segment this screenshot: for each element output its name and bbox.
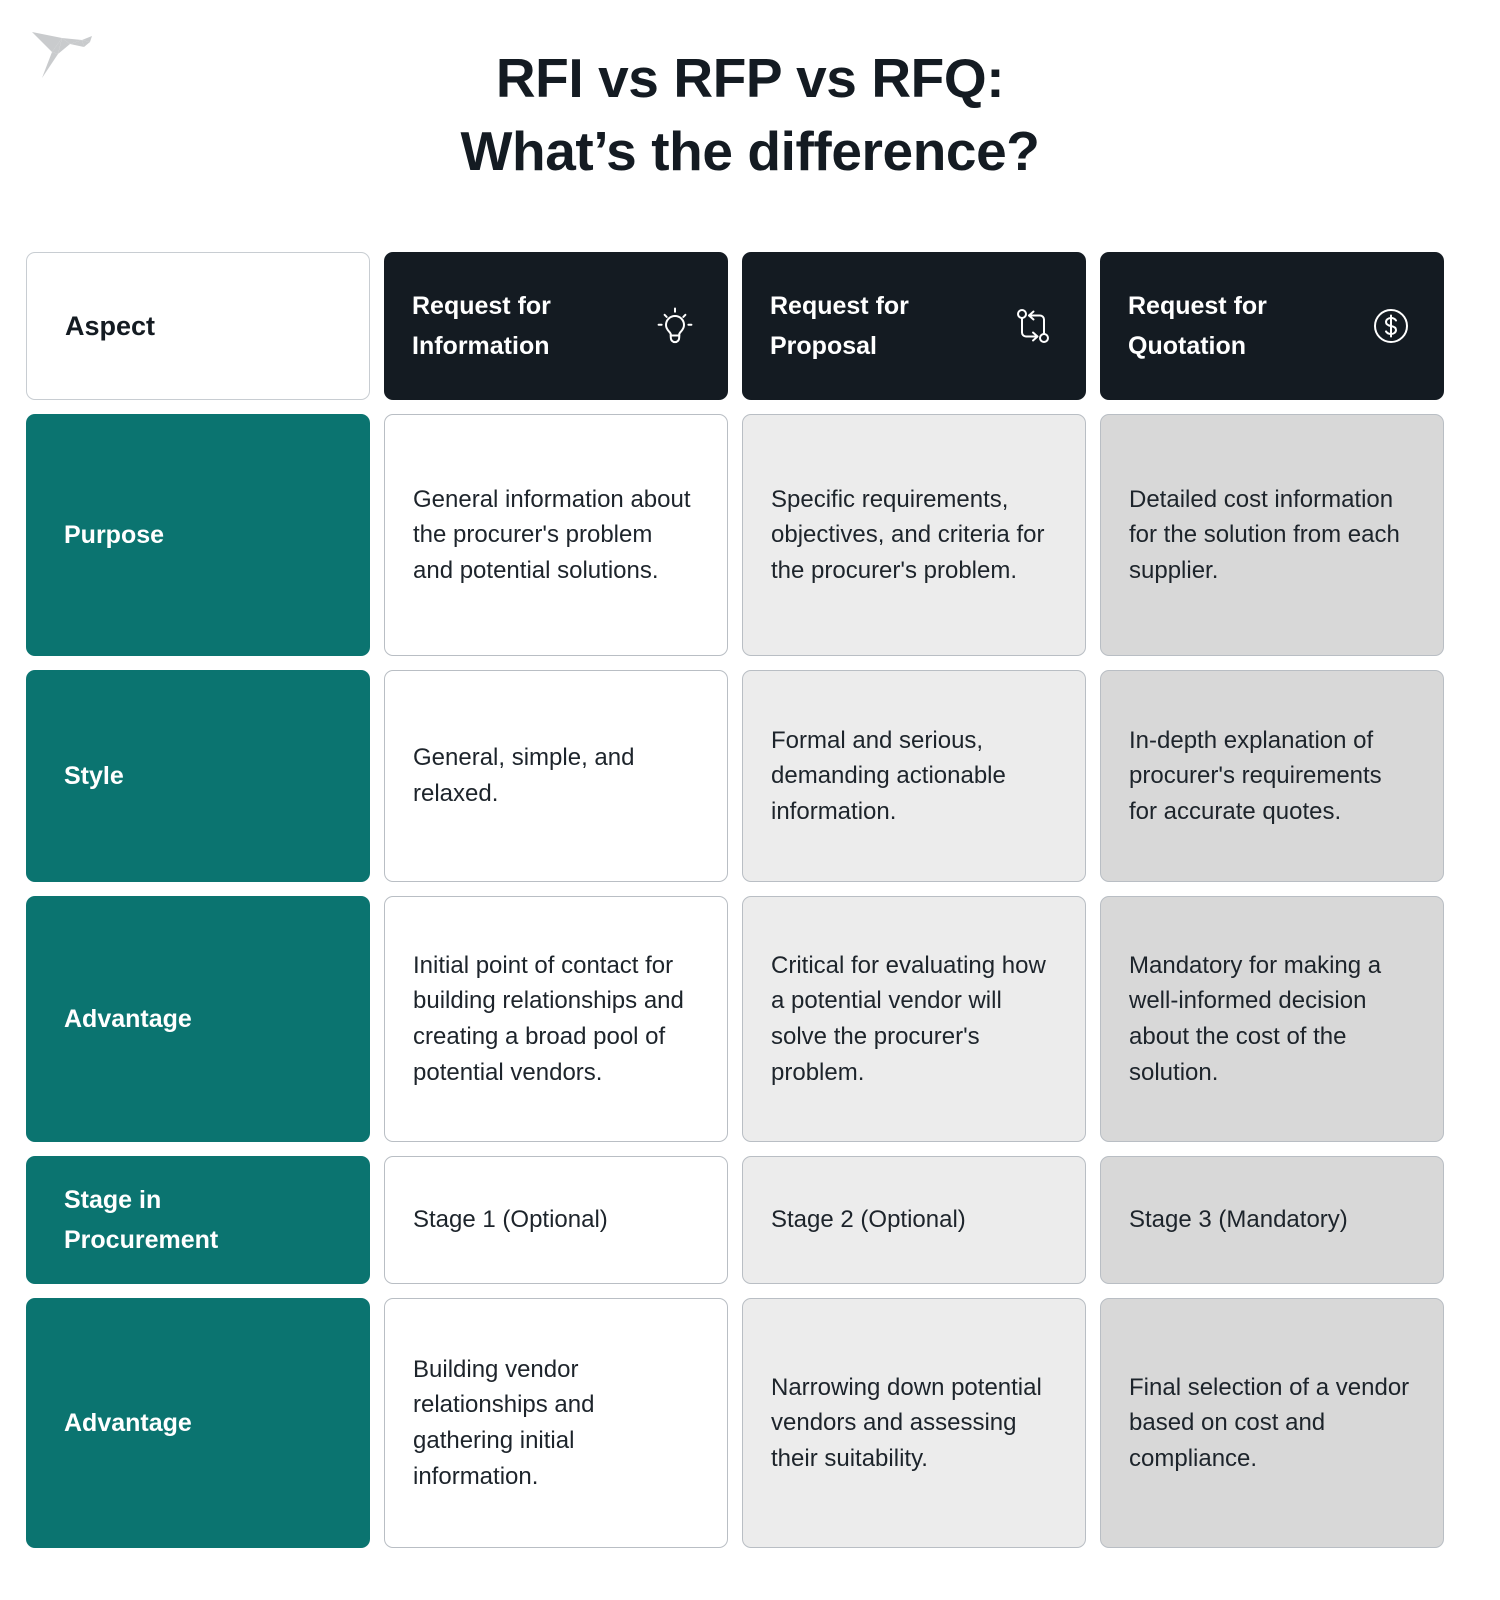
header-rfp-label: Request for Proposal bbox=[770, 291, 909, 361]
cell-text: Stage 1 (Optional) bbox=[413, 1206, 608, 1234]
aspect-cell-advantage-1: Advantage bbox=[26, 896, 370, 1142]
aspect-label: Style bbox=[64, 761, 124, 790]
cell-rfq-purpose: Detailed cost information for the soluti… bbox=[1100, 414, 1444, 656]
header-cell-rfi[interactable]: Request for Information bbox=[384, 252, 728, 400]
aspect-label: Advantage bbox=[64, 1408, 192, 1437]
table-row: Advantage Building vendor relationships … bbox=[26, 1298, 1474, 1548]
cell-text: Narrowing down potential vendors and ass… bbox=[771, 1373, 1042, 1472]
aspect-label: Advantage bbox=[64, 1004, 192, 1033]
cell-text: Initial point of contact for building re… bbox=[413, 951, 684, 1086]
cell-text: Building vendor relationships and gather… bbox=[413, 1355, 595, 1490]
cell-rfq-advantage-1: Mandatory for making a well-informed dec… bbox=[1100, 896, 1444, 1142]
cell-rfi-advantage-2: Building vendor relationships and gather… bbox=[384, 1298, 728, 1548]
table-row: Purpose General information about the pr… bbox=[26, 414, 1474, 656]
cell-text: Formal and serious, demanding actionable… bbox=[771, 726, 1006, 825]
lightbulb-icon bbox=[648, 299, 702, 353]
aspect-label: Stage in Procurement bbox=[64, 1185, 219, 1255]
cell-rfq-advantage-2: Final selection of a vendor based on cos… bbox=[1100, 1298, 1444, 1548]
cell-text: Final selection of a vendor based on cos… bbox=[1129, 1373, 1410, 1472]
cell-text: General, simple, and relaxed. bbox=[413, 744, 635, 807]
table-row: Advantage Initial point of contact for b… bbox=[26, 896, 1474, 1142]
cell-rfi-stage: Stage 1 (Optional) bbox=[384, 1156, 728, 1284]
table-row: Stage in Procurement Stage 1 (Optional) … bbox=[26, 1156, 1474, 1284]
cell-text: Critical for evaluating how a potential … bbox=[771, 951, 1046, 1086]
cell-text: Mandatory for making a well-informed dec… bbox=[1129, 951, 1382, 1086]
table-header-row: Aspect Request for Information Request f… bbox=[26, 252, 1474, 400]
cell-text: Detailed cost information for the soluti… bbox=[1129, 485, 1400, 584]
cell-text: Stage 3 (Mandatory) bbox=[1129, 1206, 1348, 1234]
header-aspect-label: Aspect bbox=[65, 310, 156, 341]
cell-rfp-advantage-2: Narrowing down potential vendors and ass… bbox=[742, 1298, 1086, 1548]
cell-rfp-stage: Stage 2 (Optional) bbox=[742, 1156, 1086, 1284]
header-rfi-label: Request for Information bbox=[412, 291, 551, 361]
cell-rfp-style: Formal and serious, demanding actionable… bbox=[742, 670, 1086, 882]
cell-rfp-advantage-1: Critical for evaluating how a potential … bbox=[742, 896, 1086, 1142]
cell-rfi-style: General, simple, and relaxed. bbox=[384, 670, 728, 882]
dollar-circle-icon bbox=[1364, 299, 1418, 353]
comparison-table: Aspect Request for Information Request f… bbox=[26, 252, 1474, 1562]
cell-rfq-style: In-depth explanation of procurer's requi… bbox=[1100, 670, 1444, 882]
cell-rfq-stage: Stage 3 (Mandatory) bbox=[1100, 1156, 1444, 1284]
table-row: Style General, simple, and relaxed. Form… bbox=[26, 670, 1474, 882]
cell-text: Stage 2 (Optional) bbox=[771, 1206, 966, 1234]
cell-rfp-purpose: Specific requirements, objectives, and c… bbox=[742, 414, 1086, 656]
aspect-label: Purpose bbox=[64, 520, 165, 549]
header-cell-aspect: Aspect bbox=[26, 252, 370, 400]
header-cell-rfp[interactable]: Request for Proposal bbox=[742, 252, 1086, 400]
aspect-cell-purpose: Purpose bbox=[26, 414, 370, 656]
cell-text: Specific requirements, objectives, and c… bbox=[771, 485, 1045, 584]
cell-text: In-depth explanation of procurer's requi… bbox=[1129, 726, 1382, 825]
aspect-cell-advantage-2: Advantage bbox=[26, 1298, 370, 1548]
aspect-cell-stage: Stage in Procurement bbox=[26, 1156, 370, 1284]
page-title: RFI vs RFP vs RFQ: What’s the difference… bbox=[0, 42, 1500, 188]
cell-rfi-advantage-1: Initial point of contact for building re… bbox=[384, 896, 728, 1142]
origami-bird-logo bbox=[28, 22, 108, 84]
cell-text: General information about the procurer's… bbox=[413, 485, 691, 584]
title-line-1: RFI vs RFP vs RFQ: bbox=[495, 47, 1005, 109]
header-cell-rfq[interactable]: Request for Quotation bbox=[1100, 252, 1444, 400]
exchange-arrows-icon bbox=[1006, 299, 1060, 353]
cell-rfi-purpose: General information about the procurer's… bbox=[384, 414, 728, 656]
aspect-cell-style: Style bbox=[26, 670, 370, 882]
title-line-2: What’s the difference? bbox=[460, 120, 1040, 183]
header-rfq-label: Request for Quotation bbox=[1128, 291, 1267, 361]
